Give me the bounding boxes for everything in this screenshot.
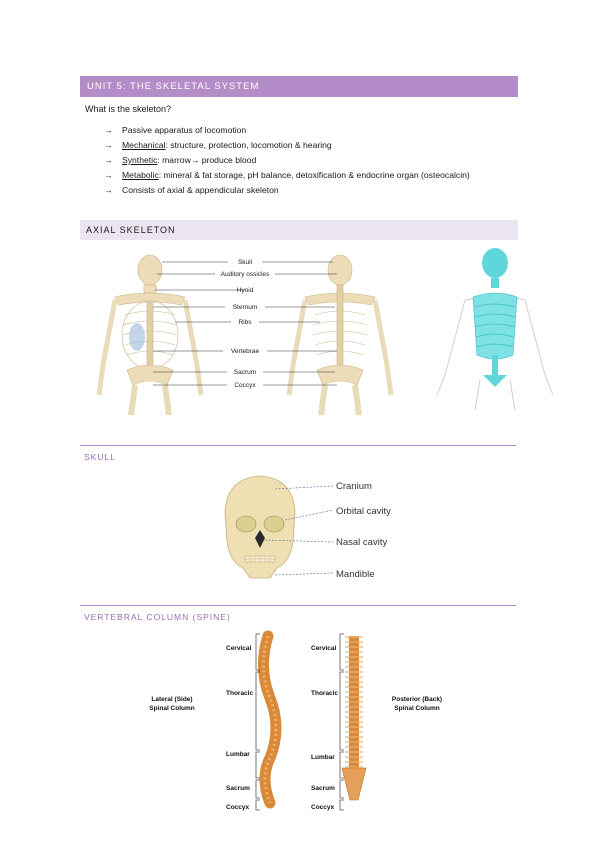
list-item: → Synthetic: marrow→ produce blood [104, 153, 484, 168]
skeleton-front [96, 254, 204, 415]
label-coccyx: Coccyx [234, 382, 256, 389]
axial-section-header: AXIAL SKELETON [80, 220, 518, 240]
skull-title: SKULL [84, 452, 116, 462]
posterior-brackets [339, 633, 344, 811]
question-text: What is the skeleton? [85, 104, 172, 114]
skull-drawing [224, 475, 296, 579]
arrow-icon: → [104, 125, 113, 135]
spine-figure: Lateral (Side) Spinal Column Posterior (… [149, 630, 442, 811]
posterior-region-labels: Cervical Thoracic Lumbar Sacrum Coccyx [311, 645, 338, 811]
skull-figure: Cranium Orbital cavity Nasal cavity Mand… [224, 475, 391, 580]
arrow-icon: → [104, 185, 113, 195]
arrow-icon: → [104, 155, 113, 165]
label-skull: Skull [238, 259, 253, 266]
svg-text:Cervical: Cervical [226, 645, 251, 652]
label-nasal-cavity: Nasal cavity [336, 537, 387, 548]
lateral-caption: Lateral (Side) Spinal Column [149, 696, 195, 712]
list-item: → Passive apparatus of locomotion [104, 123, 484, 138]
arrow-icon: → [104, 140, 113, 150]
skeleton-back [286, 254, 394, 415]
svg-text:Lumbar: Lumbar [226, 751, 250, 758]
label-orbital-cavity: Orbital cavity [336, 506, 391, 517]
label-cranium: Cranium [336, 481, 372, 492]
svg-text:Thoracic: Thoracic [311, 690, 338, 697]
label-vertebrae: Vertebrae [231, 348, 260, 355]
skull-label-lines [264, 485, 334, 576]
svg-text:Coccyx: Coccyx [311, 804, 335, 811]
unit-header-bar: UNIT 5: THE SKELETAL SYSTEM [80, 76, 518, 97]
svg-text:Lateral (Side): Lateral (Side) [151, 696, 192, 703]
svg-text:Spinal Column: Spinal Column [394, 705, 440, 712]
arrow-icon: → [104, 170, 113, 180]
label-sacrum: Sacrum [234, 369, 256, 376]
axial-skeleton-figure: Skull Auditory ossicles Hyoid Sternum Ri… [96, 248, 554, 415]
lateral-region-labels: Cervical Thoracic Lumbar Sacrum Coccyx [226, 645, 253, 811]
skull-divider [80, 445, 516, 446]
label-ribs: Ribs [238, 319, 252, 326]
highlighted-axial-skeleton [436, 248, 554, 411]
spine-title: VERTEBRAL COLUMN (SPINE) [84, 612, 231, 622]
svg-text:Coccyx: Coccyx [226, 804, 250, 811]
lateral-brackets [255, 633, 260, 811]
label-mandible: Mandible [336, 569, 375, 580]
lateral-spine [257, 630, 282, 809]
svg-text:Spinal Column: Spinal Column [149, 705, 195, 712]
label-hyoid: Hyoid [237, 287, 254, 294]
svg-text:Sacrum: Sacrum [311, 785, 335, 792]
list-item: → Metabolic: mineral & fat storage, pH b… [104, 168, 484, 183]
axial-title: AXIAL SKELETON [86, 225, 176, 235]
svg-text:Lumbar: Lumbar [311, 754, 335, 761]
svg-text:Sacrum: Sacrum [226, 785, 250, 792]
axial-labels: Skull Auditory ossicles Hyoid Sternum Ri… [215, 257, 275, 389]
bullet-list: → Passive apparatus of locomotion → Mech… [104, 123, 484, 198]
svg-text:Cervical: Cervical [311, 645, 336, 652]
svg-text:Thoracic: Thoracic [226, 690, 253, 697]
list-item: → Mechanical: structure, protection, loc… [104, 138, 484, 153]
spine-divider [80, 605, 516, 606]
svg-text:Posterior (Back): Posterior (Back) [392, 696, 442, 703]
posterior-spine [341, 636, 367, 801]
unit-title: UNIT 5: THE SKELETAL SYSTEM [87, 81, 260, 92]
label-auditory-ossicles: Auditory ossicles [221, 271, 271, 278]
label-sternum: Sternum [233, 304, 258, 311]
posterior-caption: Posterior (Back) Spinal Column [392, 696, 442, 712]
list-item: → Consists of axial & appendicular skele… [104, 183, 484, 198]
